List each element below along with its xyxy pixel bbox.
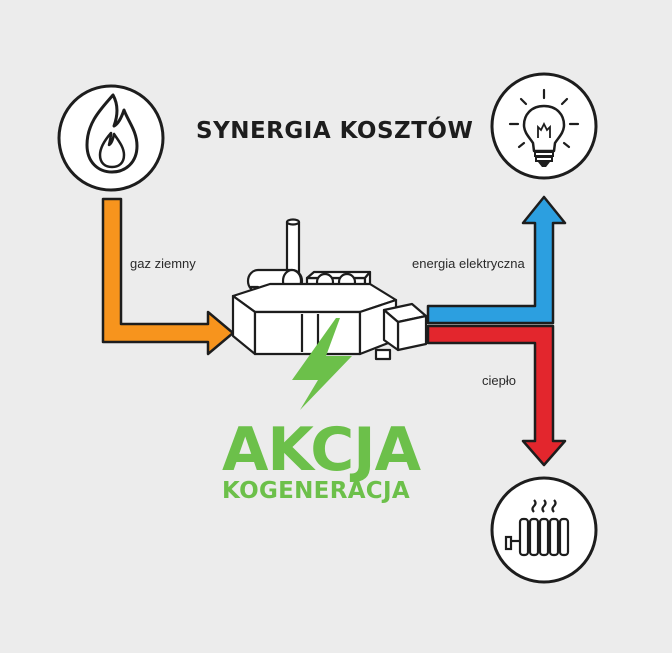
gas-flow-arrow [101,197,235,356]
flame-icon [57,84,165,192]
electricity-flow-label: energia elektryczna [412,256,525,271]
brand-line-2: KOGENERACJA [222,478,410,504]
heat-flow-label: ciepło [482,373,516,388]
electricity-flow-arrow [426,195,567,325]
heat-flow-arrow [426,324,567,467]
diagram-title: SYNERGIA KOSZTÓW [196,118,474,144]
gas-flow-label: gaz ziemny [130,256,196,271]
radiator-icon [490,476,598,584]
brand-line-1: AKCJA [222,415,421,485]
lightning-bolt-icon [292,318,352,410]
cogeneration-unit-icon [231,218,428,361]
lightbulb-icon [490,72,598,180]
